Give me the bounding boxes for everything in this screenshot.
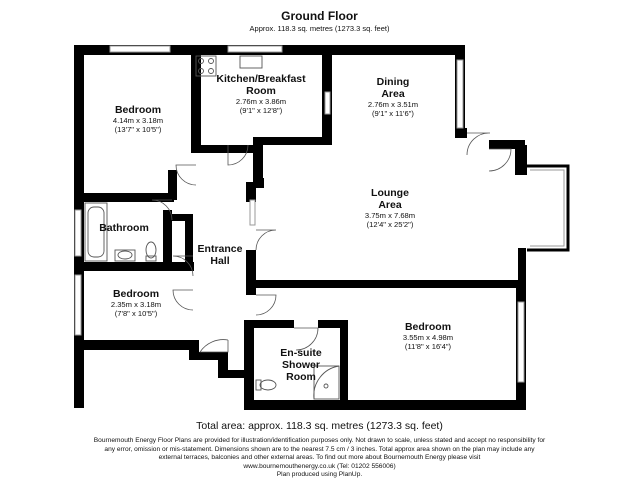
room-label-entrance-hall: Entrance Hall [194, 243, 246, 267]
page-subtitle: Approx. 118.3 sq. metres (1273.3 sq. fee… [249, 24, 390, 33]
wall [244, 320, 254, 380]
window [249, 199, 256, 226]
page-title: Ground Floor [281, 9, 358, 23]
disclaimer-text: Bournemouth Energy Floor Plans are provi… [93, 437, 546, 462]
disclaimer-credit: Plan produced using PlanUp. [276, 471, 363, 479]
room-dimensions-imperial: (9'1" x 11'6") [372, 109, 414, 118]
wall [244, 370, 254, 410]
wall [244, 400, 524, 410]
wall [218, 352, 228, 378]
room-name: Bedroom [404, 321, 452, 333]
wall [194, 145, 253, 153]
room-label-lounge: Lounge Area 3.75m x 7.68m (12'4" x 25'2"… [330, 187, 450, 229]
wall [515, 145, 527, 175]
window [517, 301, 525, 383]
room-dimensions-metric: 2.35m x 3.18m [110, 300, 162, 309]
window [456, 59, 464, 129]
room-name: Lounge [371, 187, 409, 199]
toilet [145, 241, 157, 259]
wall [253, 137, 263, 182]
wall [340, 320, 348, 405]
room-label-bedroom-bottom-left: Bedroom 2.35m x 3.18m (7'8" x 10'5") [86, 288, 186, 318]
wall [246, 182, 256, 202]
wall [74, 340, 199, 350]
room-dimensions-imperial: (11'8" x 16'4") [404, 342, 452, 351]
wall [163, 210, 172, 262]
window [324, 91, 331, 115]
room-label-bedroom-top-left: Bedroom 4.14m x 3.18m (13'7" x 10'5") [88, 104, 188, 134]
wall [489, 140, 525, 149]
shower-tray [313, 365, 340, 400]
room-name: Room [286, 371, 316, 383]
wall [185, 214, 193, 264]
room-label-ensuite: En-suite Shower Room [264, 347, 338, 383]
wall [246, 250, 256, 295]
disclaimer-website: www.bournemouthenergy.co.uk (Tel: 01202 … [243, 462, 396, 470]
bath [84, 202, 108, 262]
room-name: Bedroom [112, 288, 160, 300]
room-label-dining: Dining Area 2.76m x 3.51m (9'1" x 11'6") [338, 76, 448, 118]
room-dimensions-metric: 2.76m x 3.51m [367, 100, 419, 109]
wall [163, 214, 193, 221]
wall [168, 170, 177, 200]
room-name: Bathroom [99, 222, 149, 234]
wall [254, 178, 264, 188]
doors [151, 132, 512, 353]
room-dimensions-imperial: (9'1" x 12'8") [239, 106, 283, 115]
wall [254, 280, 526, 288]
wall [84, 193, 174, 202]
wall [518, 248, 526, 288]
wall [191, 45, 201, 153]
wall [246, 283, 256, 293]
room-name: Kitchen/Breakfast [216, 73, 306, 85]
bay-window [527, 164, 570, 252]
hob [195, 55, 217, 77]
room-dimensions-imperial: (12'4" x 25'2") [366, 220, 414, 229]
room-name: Room [246, 85, 276, 97]
basin [114, 249, 136, 262]
room-dimensions-metric: 3.75m x 7.68m [364, 211, 416, 220]
room-name: Shower [282, 359, 320, 371]
window [74, 209, 82, 257]
wall [318, 320, 348, 328]
windows [74, 45, 525, 383]
room-name: Hall [210, 255, 230, 267]
room-name: Dining [376, 76, 410, 88]
disclaimer: Bournemouth Energy Floor Plans are provi… [92, 437, 547, 480]
room-label-kitchen: Kitchen/Breakfast Room 2.76m x 3.86m (9'… [203, 73, 319, 115]
room-label-bathroom: Bathroom [92, 222, 156, 234]
room-name: Bedroom [114, 104, 162, 116]
window [74, 274, 82, 336]
sink [239, 55, 263, 69]
window [227, 45, 283, 53]
room-name: En-suite [280, 347, 322, 359]
room-name: Area [381, 88, 405, 100]
room-name: Area [378, 199, 402, 211]
room-dimensions-metric: 2.76m x 3.86m [235, 97, 287, 106]
room-dimensions-imperial: (13'7" x 10'5") [114, 125, 162, 134]
room-dimensions-imperial: (7'8" x 10'5") [114, 309, 158, 318]
toilet [259, 379, 277, 391]
room-name: Entrance [197, 243, 243, 255]
fixtures [84, 55, 340, 400]
wall [218, 370, 248, 378]
window [109, 45, 171, 53]
wall [84, 262, 194, 271]
wall [254, 320, 294, 328]
wall [189, 340, 199, 360]
room-dimensions-metric: 3.55m x 4.98m [402, 333, 454, 342]
room-dimensions-metric: 4.14m x 3.18m [112, 116, 164, 125]
wall [189, 352, 223, 360]
wall [253, 137, 332, 145]
total-area: Total area: approx. 118.3 sq. metres (12… [196, 420, 443, 432]
wall [455, 128, 467, 138]
room-label-bedroom-right: Bedroom 3.55m x 4.98m (11'8" x 16'4") [378, 321, 478, 351]
wall [322, 45, 460, 55]
